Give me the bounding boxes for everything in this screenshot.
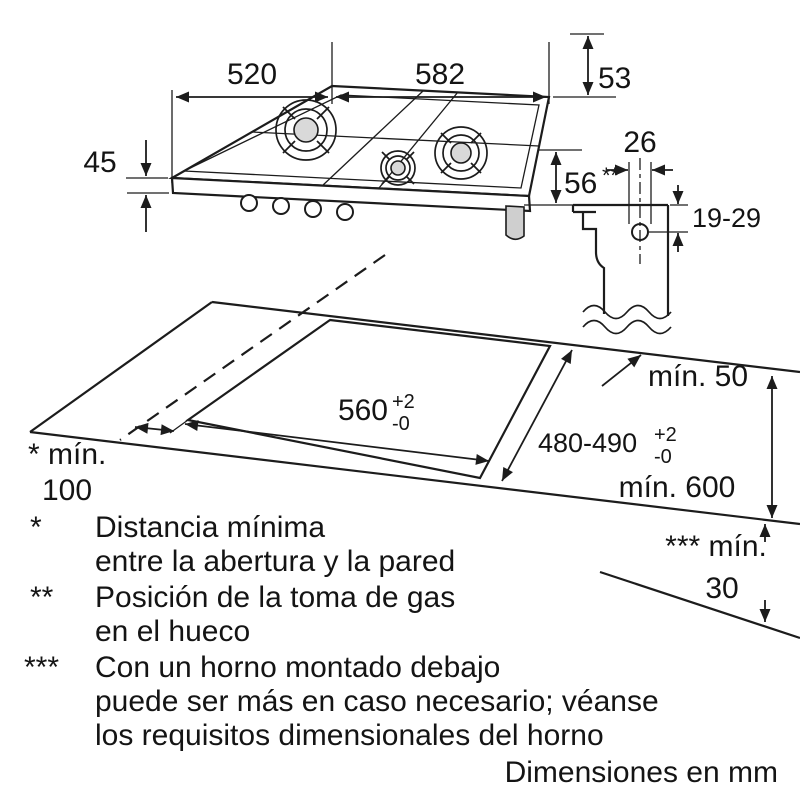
dim-label-480-490-tol-lower: -0 xyxy=(654,446,672,468)
footnote-line: Con un horno montado debajo xyxy=(95,651,500,684)
burner-cap xyxy=(450,142,472,164)
worktop-back-edge xyxy=(211,300,800,374)
dim-label-19-29: 19-29 xyxy=(692,203,761,233)
dim-label-560-tol-upper: +2 xyxy=(392,391,415,413)
dim-label-56-mark: ** xyxy=(602,163,620,188)
pan-support-arm xyxy=(316,106,330,120)
pan-support-arm xyxy=(470,162,482,174)
dim-label-560-tol-lower: -0 xyxy=(392,413,410,435)
min100-label: * mín. xyxy=(28,438,106,471)
dim-label-45: 45 xyxy=(83,146,116,179)
burner-small xyxy=(380,150,416,186)
dim-label-480-490: 480-490 xyxy=(538,428,637,458)
min30-label: *** mín. xyxy=(665,530,767,563)
worktop-cutout: 560 +2 -0 480-490 +2 -0 xyxy=(169,318,677,482)
hob-dimensions: 520 582 53 45 56 ** xyxy=(83,33,631,232)
min50-label: mín. 50 xyxy=(648,360,748,393)
pan-support-arm xyxy=(405,175,415,185)
pan-support-arm xyxy=(381,175,391,185)
burner-medium xyxy=(434,126,488,180)
dim-label-56: 56 xyxy=(564,167,597,200)
cutout-outline xyxy=(185,318,552,480)
pan-support-arm xyxy=(470,132,482,144)
burner-ring-outer xyxy=(380,150,416,186)
footnote-line: puede ser más en caso necesario; véanse xyxy=(95,685,659,718)
pan-support-arm xyxy=(316,140,330,154)
dim-label-582: 582 xyxy=(415,58,465,91)
pan-support-arm xyxy=(440,162,452,174)
footnote-line: en el hueco xyxy=(95,615,250,648)
pan-support-arm xyxy=(440,132,452,144)
footnote-line: los requisitos dimensionales del horno xyxy=(95,719,604,752)
worktop-dimensions: * mín. 100 mín. 600 *** mín. 30 xyxy=(28,376,778,622)
footnote-marker: *** xyxy=(24,651,59,684)
hob-top-view xyxy=(168,84,551,241)
dim-label-480-490-tol-upper: +2 xyxy=(654,424,677,446)
pan-support-arm xyxy=(282,140,296,154)
burner-large xyxy=(275,99,337,161)
worktop-front-edge xyxy=(29,430,800,526)
worktop xyxy=(29,254,800,640)
dim-line-min100 xyxy=(134,422,175,436)
dim-label-560: 560 xyxy=(338,394,388,427)
min600-label: mín. 600 xyxy=(619,471,736,504)
footnote-marker: ** xyxy=(30,581,54,614)
break-line xyxy=(582,304,672,320)
min100-value: 100 xyxy=(42,474,92,507)
burner-cap xyxy=(390,160,406,176)
units-note: Dimensiones en mm xyxy=(505,756,778,789)
dim-label-53: 53 xyxy=(598,62,631,95)
control-knob xyxy=(336,203,354,221)
control-knob xyxy=(304,200,322,218)
burner-ring-outer xyxy=(434,126,488,180)
worktop-left-edge xyxy=(29,301,213,433)
pan-support-arm xyxy=(282,106,296,120)
control-knob xyxy=(240,194,258,212)
dim-label-520: 520 xyxy=(227,58,277,91)
footnote-line: Distancia mínima xyxy=(95,511,325,544)
burner-cap xyxy=(293,117,319,143)
footnotes: * Distancia mínima entre la abertura y l… xyxy=(24,511,659,752)
burner-ring-mid xyxy=(385,155,411,181)
break-line xyxy=(582,319,672,335)
detail-left-edge xyxy=(581,212,606,314)
footnote-marker: * xyxy=(30,511,42,544)
control-knob xyxy=(272,197,290,215)
side-wall-line xyxy=(119,254,386,441)
dim-label-26: 26 xyxy=(623,126,656,159)
hob-front-face xyxy=(170,176,532,213)
burner-ring-mid xyxy=(442,134,480,172)
gas-stub xyxy=(505,205,525,241)
gas-connection-detail: 26 19-29 mín. 50 xyxy=(571,126,761,393)
dim-line-560 xyxy=(184,420,490,465)
lower-front-line xyxy=(599,570,800,640)
footnote-line: Posición de la toma de gas xyxy=(95,581,455,614)
pan-support-arm xyxy=(405,151,415,161)
min30-value: 30 xyxy=(705,572,738,605)
min50-arrow xyxy=(601,354,642,387)
dim-line-480-490 xyxy=(501,349,573,482)
burner-ring-mid xyxy=(284,108,328,152)
footnote-line: entre la abertura y la pared xyxy=(95,545,455,578)
pan-support-arm xyxy=(381,151,391,161)
